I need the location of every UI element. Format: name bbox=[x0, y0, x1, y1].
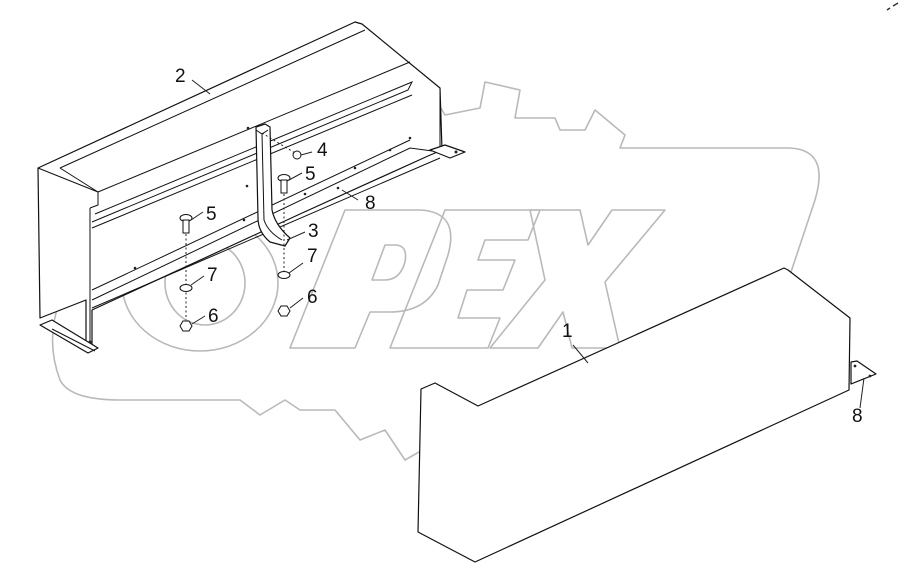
callout-1: 1 bbox=[562, 321, 573, 342]
part-1-panel bbox=[417, 267, 877, 563]
part-2-panel bbox=[37, 21, 466, 354]
callout-6: 6 bbox=[208, 306, 219, 327]
watermark-letter-p bbox=[289, 209, 452, 349]
hardware bbox=[179, 132, 302, 332]
callout-8: 8 bbox=[365, 193, 376, 214]
callout-7: 7 bbox=[307, 246, 318, 267]
callout-7: 7 bbox=[207, 265, 218, 286]
callout-6: 6 bbox=[307, 287, 318, 308]
nut-6 bbox=[277, 305, 291, 317]
callout-2: 2 bbox=[175, 66, 186, 87]
nut-6 bbox=[179, 320, 193, 332]
watermark-letter-x bbox=[489, 209, 666, 349]
panel-2-outline bbox=[37, 21, 443, 346]
callout-3: 3 bbox=[308, 221, 319, 242]
callout-8: 8 bbox=[852, 406, 863, 427]
callout-5: 5 bbox=[305, 164, 316, 185]
washer-7 bbox=[277, 271, 291, 279]
washer-7 bbox=[179, 284, 193, 292]
callout-4: 4 bbox=[317, 140, 328, 161]
watermark-letter-e bbox=[389, 209, 541, 349]
panel-1-outline bbox=[417, 267, 851, 563]
corner-mark-icon bbox=[886, 2, 899, 11]
bolt-5-shank bbox=[182, 219, 190, 234]
bracket-outline bbox=[255, 123, 291, 247]
panel-1-mount-tab bbox=[850, 360, 877, 385]
part-3-bracket bbox=[255, 123, 291, 247]
bolt-5-shank bbox=[280, 179, 288, 194]
leader-lines bbox=[190, 79, 865, 409]
callout-5: 5 bbox=[206, 204, 217, 225]
